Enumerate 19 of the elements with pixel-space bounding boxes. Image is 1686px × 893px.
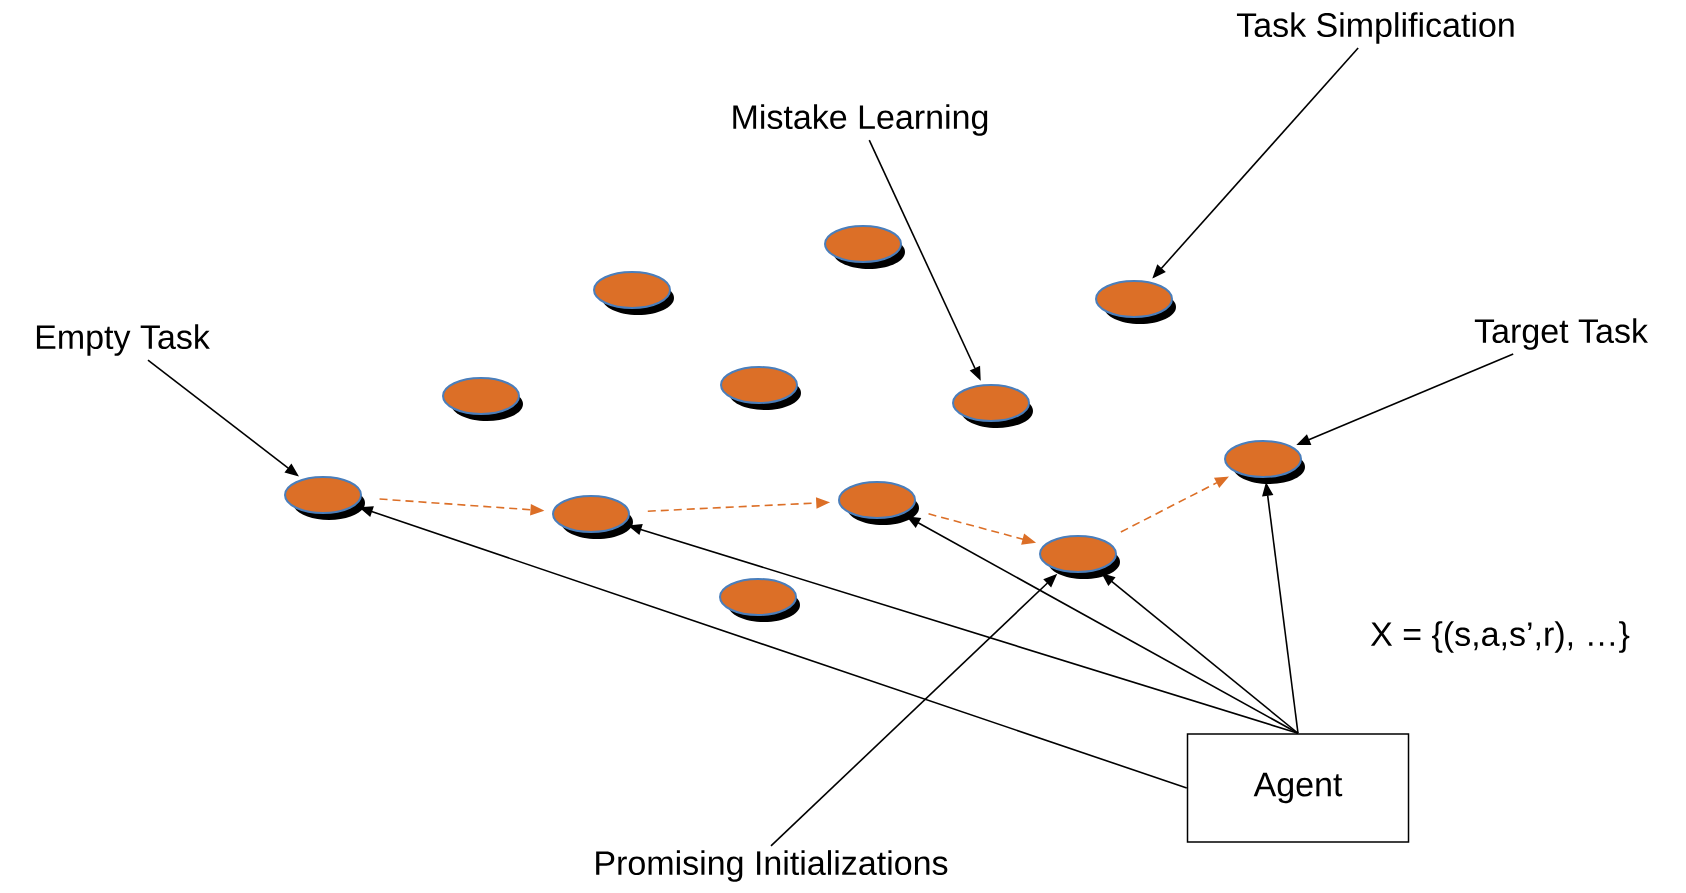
ellipse <box>1224 440 1305 484</box>
ellipse <box>442 377 523 421</box>
node-label: Promising Initializations <box>596 850 948 882</box>
ellipse <box>719 578 800 622</box>
ellipse <box>824 225 905 269</box>
ellipse <box>1039 535 1120 579</box>
node-label: Empty Task <box>36 324 210 356</box>
ellipse <box>552 495 633 539</box>
node-label: Target Task <box>1474 318 1648 350</box>
ellipse <box>593 271 674 315</box>
ellipse <box>838 481 919 525</box>
ellipse <box>284 476 365 520</box>
agent-box: Agent <box>1186 733 1410 843</box>
ellipse <box>720 366 801 410</box>
ellipse <box>952 384 1033 428</box>
node-label: Task Simplification <box>1236 12 1514 44</box>
ellipse <box>1095 280 1176 324</box>
node-label: Mistake Learning <box>733 104 988 136</box>
formula-label: X = {(s,a,s’,r), …} <box>1370 621 1630 653</box>
